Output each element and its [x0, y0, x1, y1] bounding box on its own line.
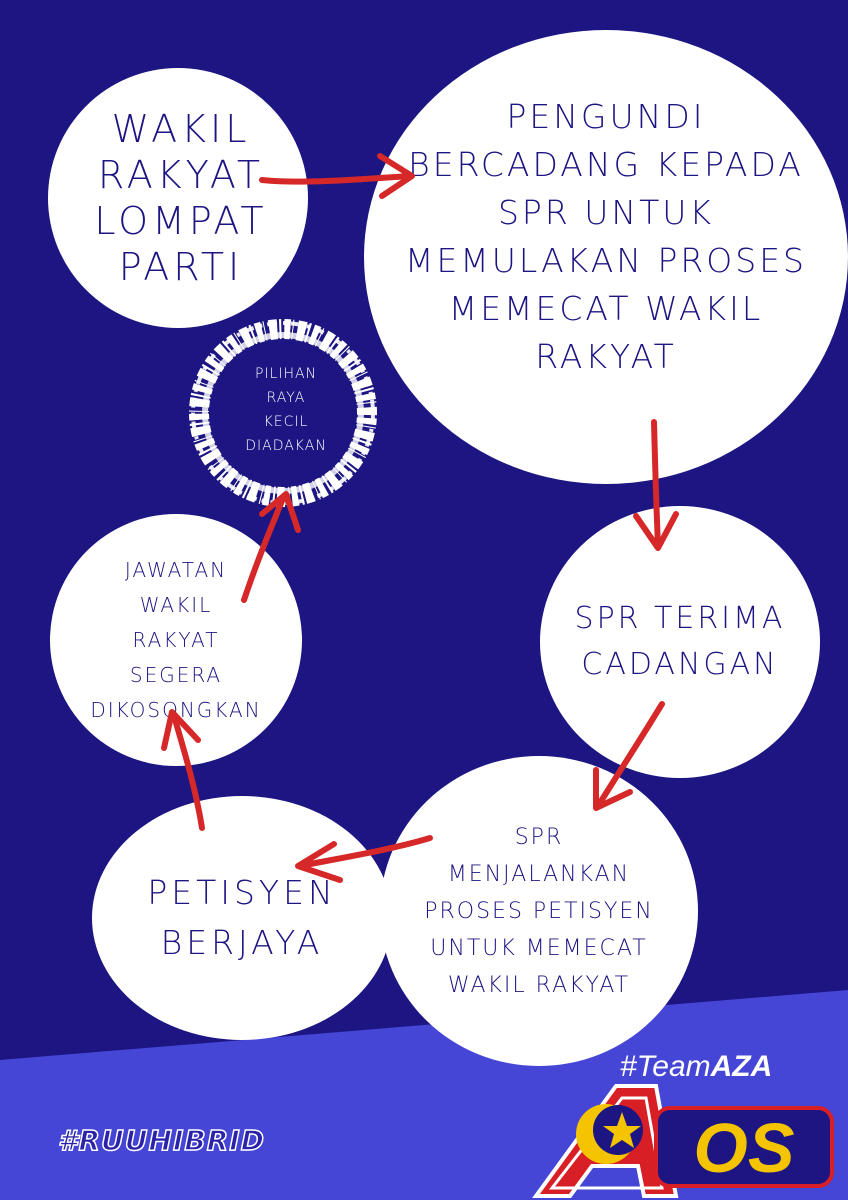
node-label: WAKIL RAKYAT LOMPAT PARTI	[94, 107, 268, 289]
node-label: PETISYEN BERJAYA	[147, 873, 337, 962]
arrow-6-to-7	[241, 491, 301, 603]
node-pilihan-raya-kecil: PILIHAN RAYA KECIL DIADAKAN	[224, 348, 348, 472]
node-spr-menjalankan-proses: SPR MENJALANKAN PROSES PETISYEN UNTUK ME…	[380, 756, 698, 1066]
node-label: SPR TERIMA CADANGAN	[574, 601, 786, 682]
arrow-2-to-3	[633, 419, 679, 551]
team-aza-logo-icon: OS	[532, 1084, 834, 1198]
node-pengundi-bercadang: PENGUNDI BERCADANG KEPADA SPR UNTUK MEMU…	[364, 30, 848, 484]
team-prefix: #Team	[620, 1050, 711, 1083]
node-wakil-lompat-parti: WAKIL RAKYAT LOMPAT PARTI	[48, 68, 308, 328]
node-label: PENGUNDI BERCADANG KEPADA SPR UNTUK MEMU…	[404, 97, 808, 376]
node-label: PILIHAN RAYA KECIL DIADAKAN	[245, 366, 327, 454]
node-label: SPR MENJALANKAN PROSES PETISYEN UNTUK ME…	[424, 824, 654, 998]
hashtag-label: #RUUHIBRID	[57, 1123, 265, 1158]
arrow-1-to-2	[259, 153, 415, 199]
node-spr-terima-cadangan: SPR TERIMA CADANGAN	[540, 506, 820, 778]
svg-text:OS: OS	[693, 1109, 794, 1187]
arrow-5-to-6	[161, 709, 205, 831]
arrow-3-to-4	[593, 701, 665, 811]
team-aza-wordmark: #TeamAZA	[620, 1050, 772, 1084]
node-petisyen-berjaya: PETISYEN BERJAYA	[92, 796, 392, 1040]
team-name: AZA	[710, 1050, 773, 1083]
arrow-4-to-5	[295, 835, 433, 883]
star-icon	[603, 1112, 641, 1148]
